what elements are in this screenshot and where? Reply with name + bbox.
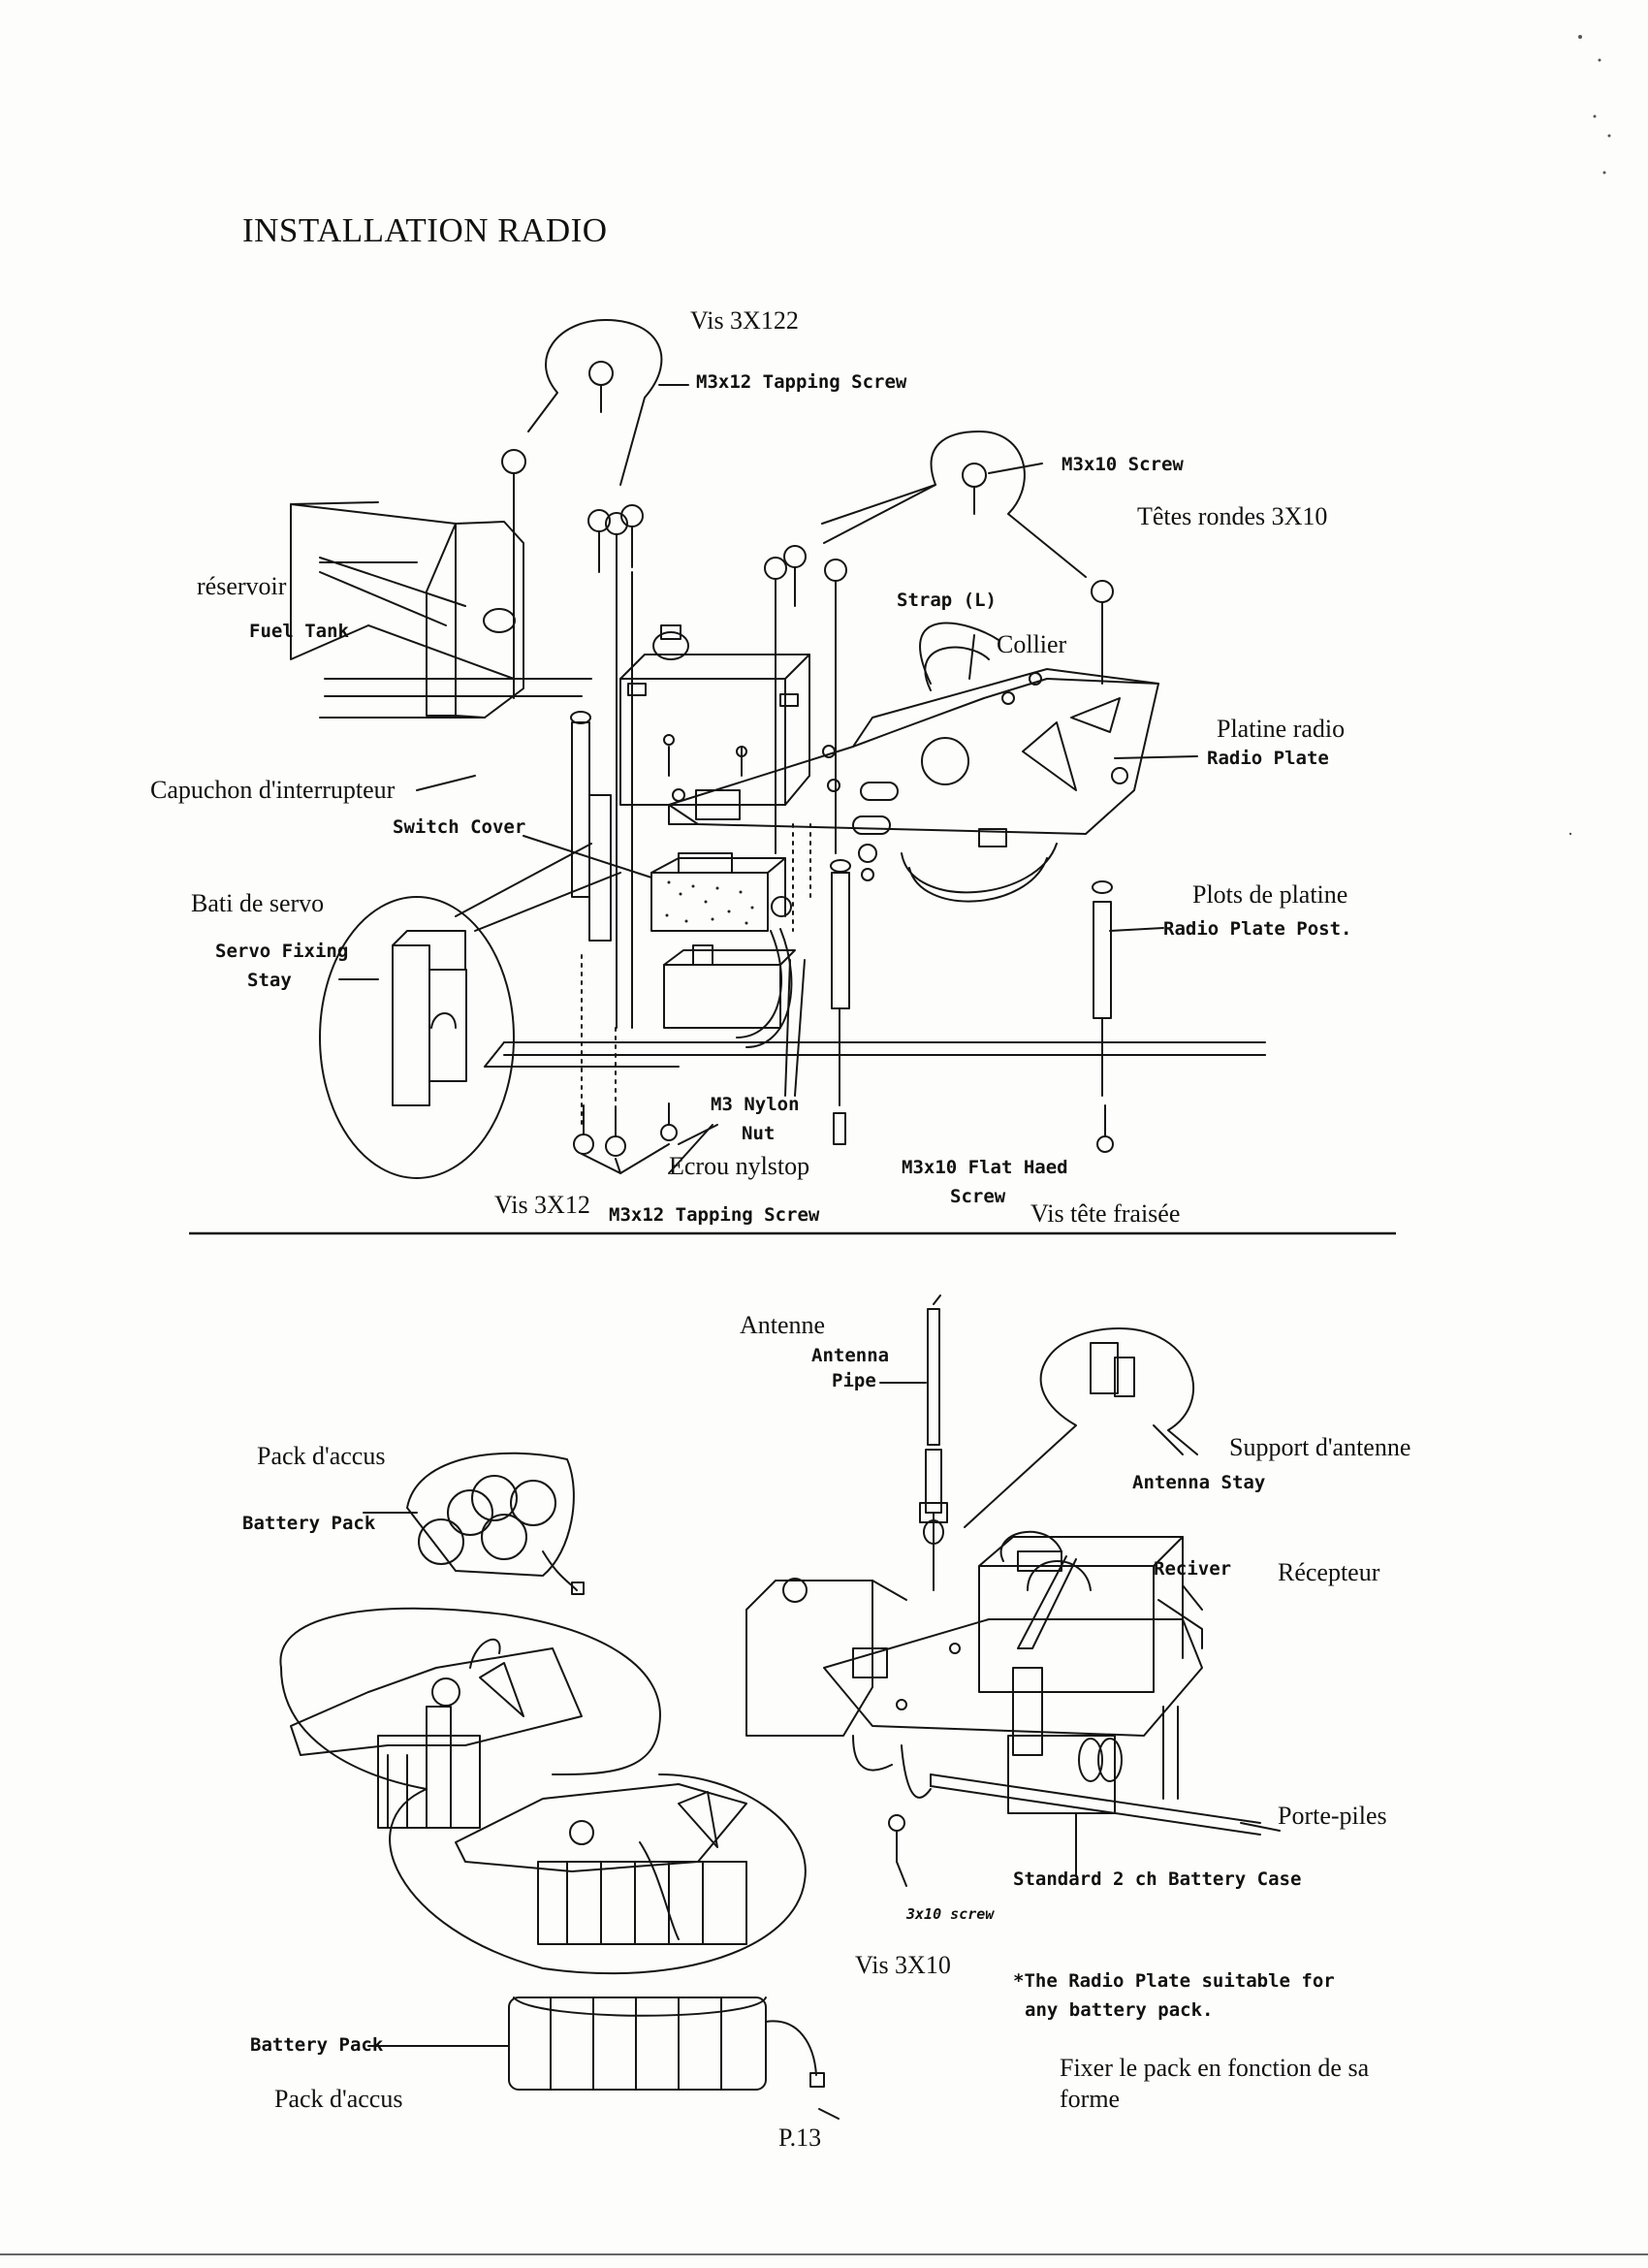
label-reciver: Reciver (1154, 1558, 1232, 1580)
label-screw: Screw (950, 1186, 1006, 1207)
label-vis-3x10: Vis 3X10 (855, 1951, 951, 1979)
scan-specks (1569, 35, 1611, 836)
screw-3x10 (889, 1745, 931, 1886)
antenna-pipe (920, 1295, 947, 1590)
leaders-bottom (880, 1383, 1202, 1610)
label-m3x10-flat: M3x10 Flat Haed (902, 1157, 1068, 1178)
label-support-antenne: Support d'antenne (1229, 1433, 1411, 1461)
note-line-1: *The Radio Plate suitable for (1013, 1970, 1335, 1992)
page-title: INSTALLATION RADIO (242, 211, 608, 249)
label-collier: Collier (997, 630, 1067, 658)
screws-bottom (574, 960, 1113, 1173)
battery-pack-stick (368, 1997, 839, 2119)
radio-plate (669, 669, 1158, 847)
alignment-lines (514, 504, 1102, 1105)
label-screw-small: 3x10 screw (906, 1905, 995, 1923)
label-antenne: Antenne (740, 1311, 826, 1339)
label-fuel-tank: Fuel Tank (249, 621, 349, 642)
battery-case (853, 1707, 1280, 1876)
label-m3x12-tapping-top: M3x12 Tapping Screw (696, 371, 907, 393)
receiver-assembly (746, 1532, 1202, 1755)
label-vis-3x122: Vis 3X122 (690, 306, 799, 335)
label-switch-cover: Switch Cover (393, 816, 526, 838)
label-nut: Nut (742, 1123, 776, 1144)
label-m3x10-screw: M3x10 Screw (1062, 454, 1184, 475)
label-battery-pack-top: Battery Pack (242, 1513, 376, 1534)
label-plots-platine: Plots de platine (1192, 880, 1348, 909)
servo-block (620, 625, 809, 805)
label-vis-tete-fraisee: Vis tête fraisée (1030, 1199, 1181, 1228)
label-pipe: Pipe (832, 1370, 876, 1391)
label-porte-piles: Porte-piles (1278, 1802, 1387, 1830)
strap (902, 623, 1057, 902)
label-reservoir: réservoir (197, 572, 287, 600)
tapping-screw-callout (528, 320, 688, 485)
label-m3-nylon: M3 Nylon (711, 1094, 800, 1115)
label-pack-accus-top: Pack d'accus (257, 1442, 386, 1470)
label-capuchon: Capuchon d'interrupteur (150, 776, 396, 804)
switch-assembly (651, 845, 876, 1047)
label-antenna: Antenna (811, 1345, 890, 1366)
leaders-top (320, 558, 1197, 1144)
fixer-line-2: forme (1060, 2085, 1121, 2113)
label-stay: Stay (247, 970, 292, 991)
label-bati-servo: Bati de servo (191, 889, 325, 917)
label-battery-pack-bottom: Battery Pack (250, 2034, 384, 2056)
fixer-line-1: Fixer le pack en fonction de sa (1060, 2054, 1370, 2082)
label-radio-plate-post: Radio Plate Post. (1163, 918, 1352, 940)
switch-cover-dots (665, 880, 754, 925)
label-radio-plate: Radio Plate (1207, 748, 1329, 769)
battery-pack-cluster (364, 1453, 584, 1594)
label-standard-case: Standard 2 ch Battery Case (1013, 1869, 1302, 1890)
label-pack-accus-bottom: Pack d'accus (274, 2085, 403, 2113)
round-head-screw-callout (822, 431, 1086, 577)
label-ecrou-nylstop: Ecrou nylstop (669, 1152, 810, 1180)
label-antenna-stay: Antenna Stay (1132, 1472, 1266, 1493)
battery-mount-detail-callout (280, 1609, 805, 1973)
label-strap-l: Strap (L) (897, 590, 997, 611)
label-m3x12-tapping-bottom: M3x12 Tapping Screw (609, 1204, 820, 1226)
label-platine-radio: Platine radio (1217, 715, 1346, 743)
antenna-stay-callout (965, 1328, 1197, 1527)
note-line-2: any battery pack. (1025, 1999, 1214, 2021)
label-tetes-rondes: Têtes rondes 3X10 (1137, 502, 1328, 530)
label-recepteur: Récepteur (1278, 1558, 1380, 1586)
label-vis-3x12: Vis 3X12 (494, 1191, 590, 1219)
servo-stay-callout (320, 844, 620, 1178)
page-number: P.13 (778, 2124, 822, 2152)
screws-top (502, 450, 1113, 756)
chassis-plate (320, 679, 1265, 1067)
label-servo-fixing: Servo Fixing (215, 941, 349, 962)
